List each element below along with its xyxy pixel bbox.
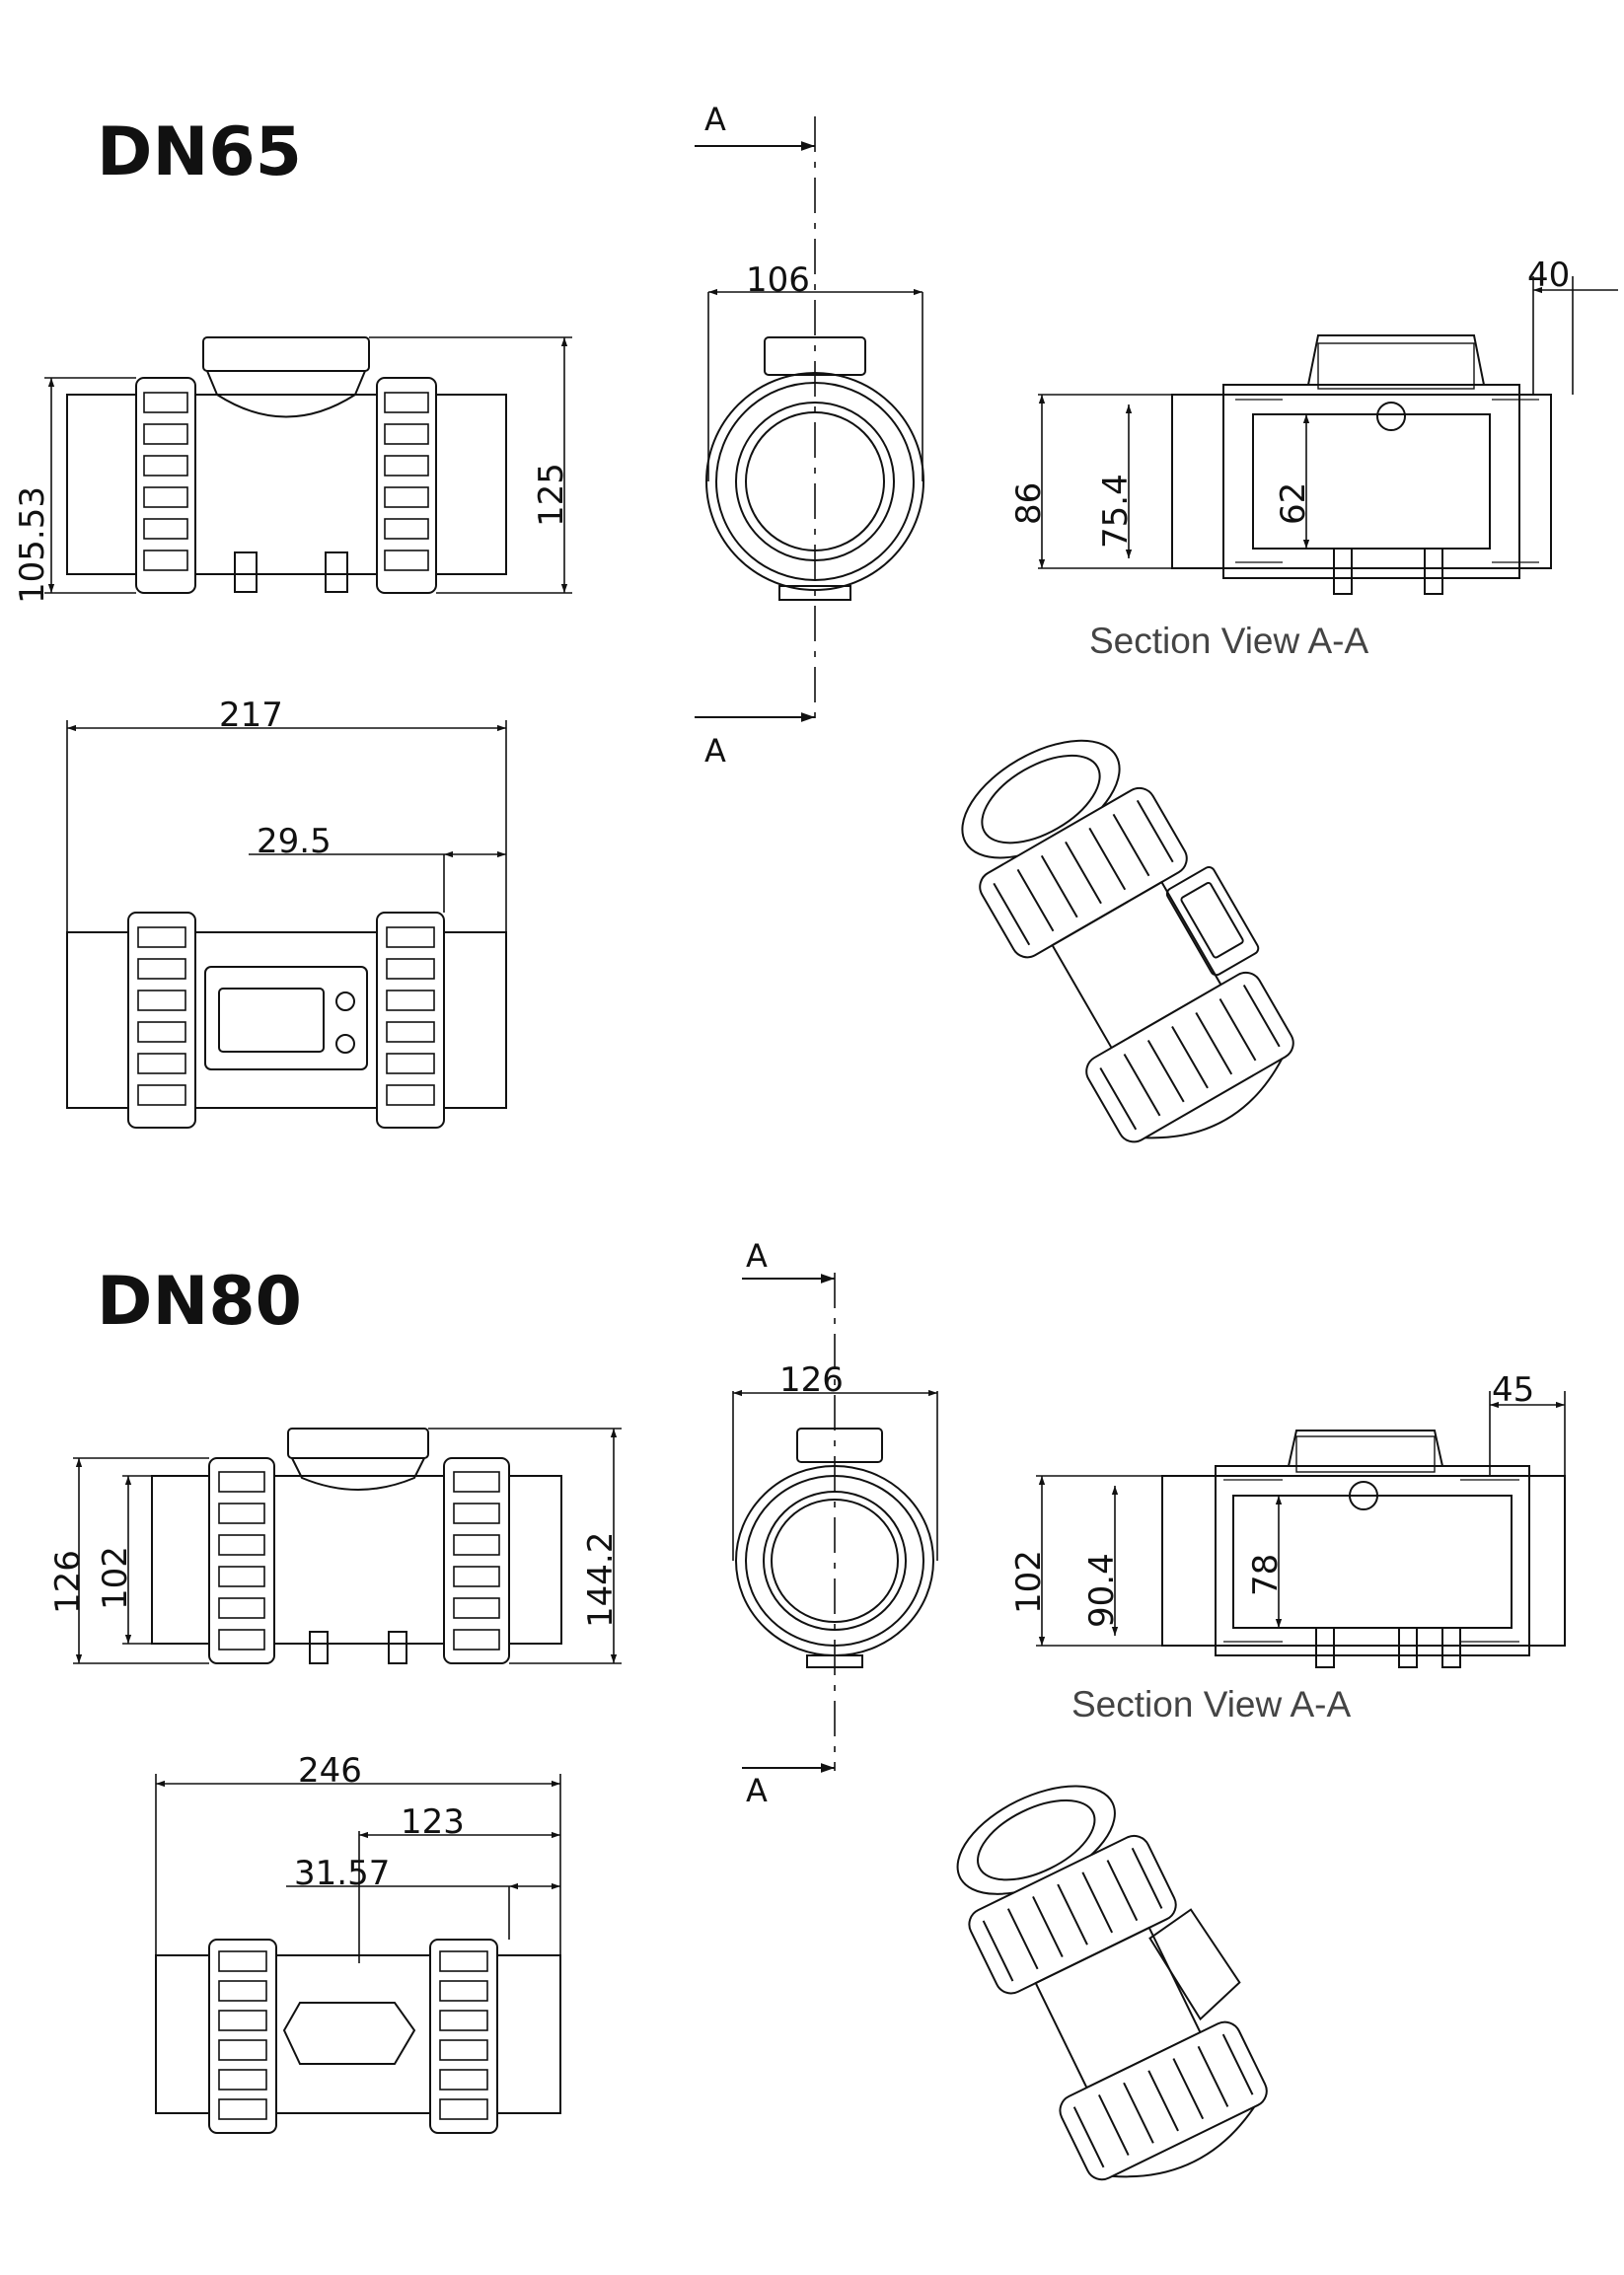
dimension-label: 45 xyxy=(1492,1370,1534,1410)
dn80-section-view xyxy=(1161,1430,1566,1668)
dimension-label: 123 xyxy=(401,1802,465,1842)
dn65-isometric-view xyxy=(961,739,1294,1143)
dimension-label: 144.2 xyxy=(581,1532,621,1628)
dimension-label: 217 xyxy=(219,696,283,735)
section-title-dn65: DN65 xyxy=(97,113,302,191)
dn80-isometric-view xyxy=(956,1785,1268,2181)
section-marker-top: A xyxy=(704,101,726,138)
section-view-caption: Section View A-A xyxy=(1089,621,1368,661)
dimension-label: 29.5 xyxy=(257,822,332,861)
dimension-label: 90.4 xyxy=(1082,1553,1122,1628)
section-view-caption: Section View A-A xyxy=(1071,1684,1351,1725)
dn80-side-view xyxy=(151,1428,562,1664)
dimension-label: 125 xyxy=(532,463,571,527)
dimension-label: 246 xyxy=(298,1751,362,1791)
dimension-label: 105.53 xyxy=(13,486,52,604)
dimension-label: 31.57 xyxy=(294,1854,390,1893)
dimension-label: 102 xyxy=(1009,1550,1049,1614)
dimension-label: 106 xyxy=(746,260,810,300)
dimension-label: 86 xyxy=(1009,482,1049,525)
section-marker-bottom: A xyxy=(746,1772,768,1809)
dn65-front-view xyxy=(695,116,924,722)
dn80-bottom-dimensions xyxy=(155,1774,561,1963)
section-marker-bottom: A xyxy=(704,732,726,770)
dn80-section-dimensions xyxy=(1036,1391,1566,1647)
dn65-section-dimensions xyxy=(1038,276,1618,569)
dimension-label: 126 xyxy=(48,1550,88,1614)
dimension-label: 78 xyxy=(1246,1554,1286,1596)
dimension-label: 102 xyxy=(96,1546,135,1610)
dn65-side-view xyxy=(66,336,507,594)
section-title-dn80: DN80 xyxy=(97,1263,302,1341)
dn80-front-view xyxy=(732,1273,938,1773)
dn65-section-view xyxy=(1171,334,1552,595)
dimension-label: 75.4 xyxy=(1096,474,1136,549)
dimension-label: 62 xyxy=(1274,482,1313,525)
dn80-bottom-view xyxy=(155,1939,561,2134)
dn65-bottom-view xyxy=(66,912,507,1129)
dimension-label: 40 xyxy=(1527,256,1570,295)
dn80-side-dimensions xyxy=(73,1428,622,1664)
dimension-label: 126 xyxy=(779,1360,844,1400)
section-marker-top: A xyxy=(746,1237,768,1275)
dn65-bottom-dimensions xyxy=(66,720,507,932)
dn65-side-dimensions xyxy=(44,336,572,594)
